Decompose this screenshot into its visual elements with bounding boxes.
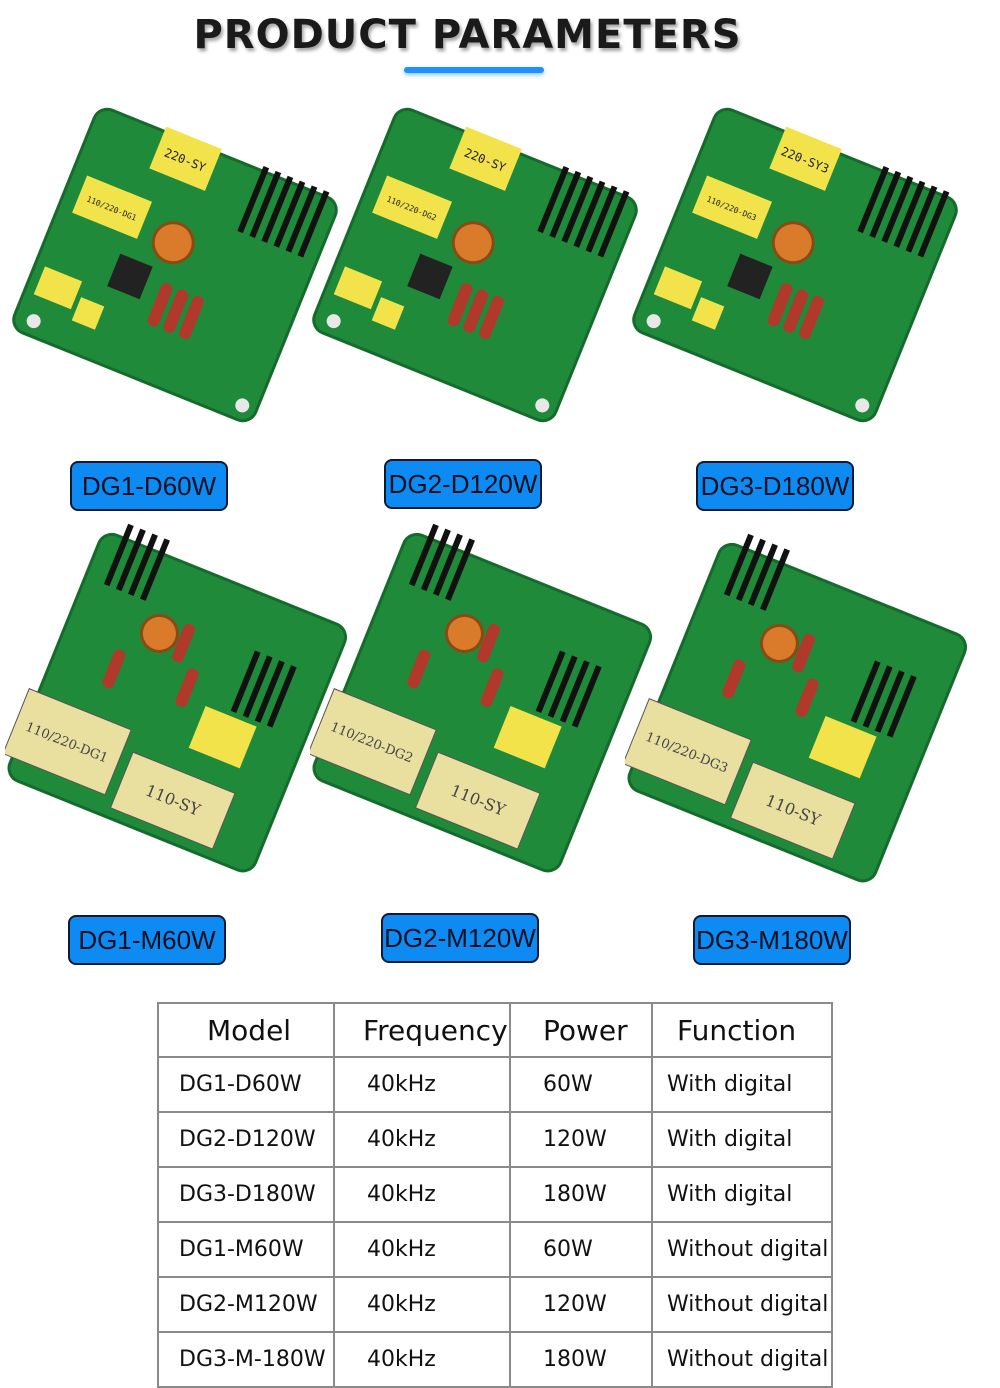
column-header-model: Model — [157, 1002, 335, 1058]
model-label-dg2-m120w: DG2-M120W — [381, 913, 539, 963]
model-label-dg3-d180w: DG3-D180W — [696, 461, 854, 511]
page-title: PRODUCT PARAMETERS — [193, 12, 742, 58]
column-header-function: Function — [651, 1002, 833, 1058]
cell-frequency: 40kHz — [333, 1331, 511, 1388]
table-row: DG2-D120W 40kHz 120W With digital — [157, 1111, 833, 1168]
cell-frequency: 40kHz — [333, 1221, 511, 1278]
model-label-dg2-d120w: DG2-D120W — [384, 459, 542, 509]
column-header-frequency: Frequency — [333, 1002, 511, 1058]
product-image-dg1-m60w: 110/220-DG1 110-SY — [5, 523, 348, 873]
cell-model: DG1-D60W — [157, 1056, 335, 1113]
cell-power: 180W — [509, 1331, 653, 1388]
cell-frequency: 40kHz — [333, 1056, 511, 1113]
cell-function: With digital — [651, 1111, 833, 1168]
cell-power: 120W — [509, 1111, 653, 1168]
cell-power: 120W — [509, 1276, 653, 1333]
model-label-dg1-m60w: DG1-M60W — [68, 915, 226, 965]
cell-model: DG3-M-180W — [157, 1331, 335, 1388]
cell-frequency: 40kHz — [333, 1276, 511, 1333]
product-image-dg1-d60w: 220-SY 110/220-DG1 — [12, 107, 338, 423]
table-header-row: Model Frequency Power Function — [157, 1002, 833, 1058]
cell-power: 60W — [509, 1056, 653, 1113]
cell-model: DG2-M120W — [157, 1276, 335, 1333]
product-image-dg3-d180w: 220-SY3 110/220-DG3 — [632, 107, 958, 423]
parameters-table: Model Frequency Power Function DG1-D60W … — [157, 1002, 833, 1388]
table-row: DG1-D60W 40kHz 60W With digital — [157, 1056, 833, 1113]
model-label-dg1-d60w: DG1-D60W — [70, 461, 228, 511]
cell-model: DG2-D120W — [157, 1111, 335, 1168]
product-image-dg3-m180w: 110/220-DG3 110-SY — [625, 533, 968, 883]
table-row: DG2-M120W 40kHz 120W Without digital — [157, 1276, 833, 1333]
cell-function: With digital — [651, 1056, 833, 1113]
cell-function: With digital — [651, 1166, 833, 1223]
product-image-dg2-d120w: 220-SY 110/220-DG2 — [312, 107, 638, 423]
cell-model: DG1-M60W — [157, 1221, 335, 1278]
product-image-dg2-m120w: 110/220-DG2 110-SY — [310, 523, 653, 873]
cell-power: 180W — [509, 1166, 653, 1223]
cell-model: DG3-D180W — [157, 1166, 335, 1223]
cell-function: Without digital — [651, 1276, 833, 1333]
cell-function: Without digital — [651, 1331, 833, 1388]
cell-frequency: 40kHz — [333, 1166, 511, 1223]
table-row: DG3-D180W 40kHz 180W With digital — [157, 1166, 833, 1223]
table-row: DG1-M60W 40kHz 60W Without digital — [157, 1221, 833, 1278]
title-underline — [404, 67, 544, 73]
column-header-power: Power — [509, 1002, 653, 1058]
cell-power: 60W — [509, 1221, 653, 1278]
table-row: DG3-M-180W 40kHz 180W Without digital — [157, 1331, 833, 1388]
model-label-dg3-m180w: DG3-M180W — [693, 915, 851, 965]
cell-function: Without digital — [651, 1221, 833, 1278]
cell-frequency: 40kHz — [333, 1111, 511, 1168]
